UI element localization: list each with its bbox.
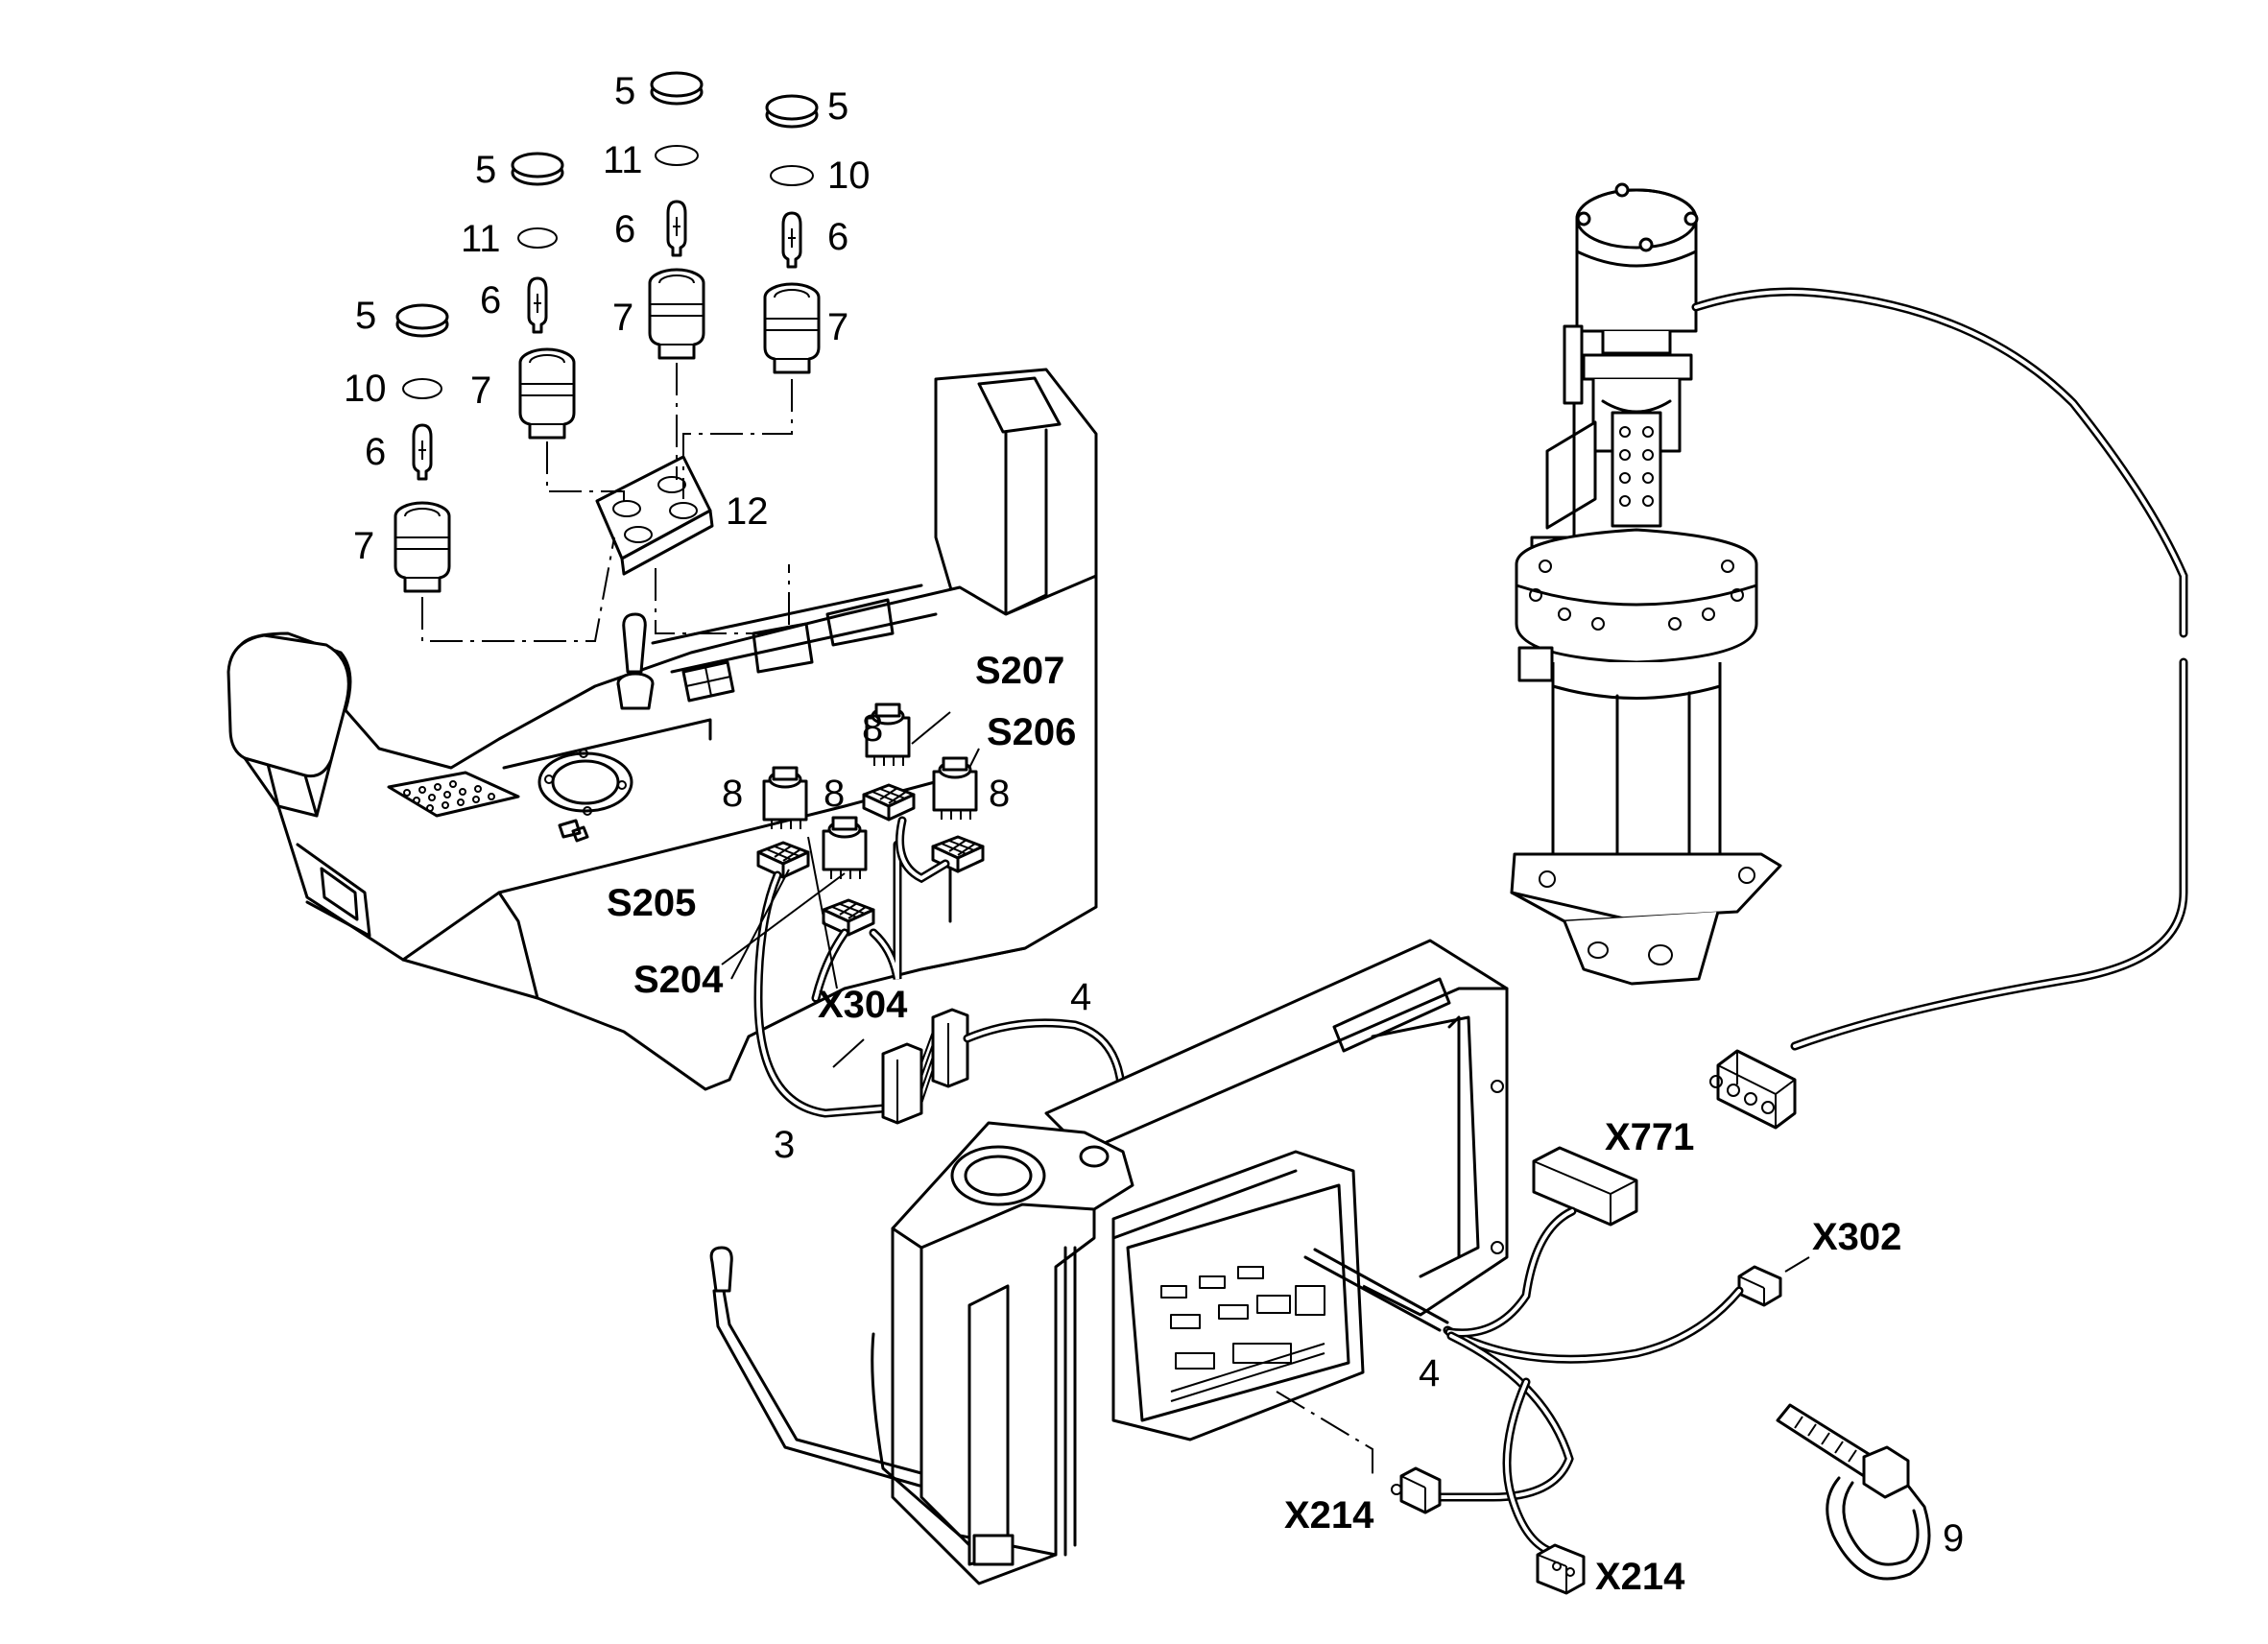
label-item-5: 5 <box>614 70 635 112</box>
label-item-8: 8 <box>722 773 743 815</box>
cable-tie <box>1776 1403 1931 1581</box>
hydraulic-actuator <box>1510 182 1782 986</box>
pin-connector <box>1709 1049 1797 1130</box>
label-item-9: 9 <box>1943 1517 1964 1560</box>
item-labels: 5 10 6 7 5 11 6 7 5 11 6 7 5 10 6 7 12 S… <box>344 70 1964 1598</box>
label-item-4: 4 <box>1419 1352 1440 1394</box>
cable-4-upper <box>963 1018 1126 1089</box>
lamp-stack-4 <box>763 94 821 374</box>
label-s206: S206 <box>987 711 1076 753</box>
label-item-7: 7 <box>612 297 633 339</box>
x214-assembly-line <box>1276 1391 1373 1478</box>
label-item-5: 5 <box>827 85 848 128</box>
label-item-8: 8 <box>824 773 845 815</box>
lamp-stack-1 <box>394 303 451 593</box>
x302-leader <box>1784 1256 1810 1273</box>
connector-x214-lower <box>1536 1543 1586 1595</box>
label-s204: S204 <box>633 959 724 1001</box>
label-item-6: 6 <box>480 279 501 322</box>
label-item-5: 5 <box>475 149 496 191</box>
label-item-6: 6 <box>365 431 386 473</box>
label-item-7: 7 <box>470 369 491 412</box>
label-item-7: 7 <box>827 306 848 348</box>
label-item-5: 5 <box>355 295 376 337</box>
label-item-10: 10 <box>344 368 387 410</box>
label-x304: X304 <box>818 984 908 1026</box>
connector-x302 <box>1737 1265 1782 1307</box>
label-x214: X214 <box>1595 1556 1685 1598</box>
label-item-3: 3 <box>774 1124 795 1166</box>
label-x302: X302 <box>1812 1216 1901 1258</box>
lower-control-cabinet <box>709 939 1509 1585</box>
connector-x771 <box>1532 1146 1638 1227</box>
connector-x214-upper <box>1391 1466 1442 1514</box>
label-item-4: 4 <box>1070 976 1091 1018</box>
assembly-line-4 <box>682 379 793 499</box>
label-item-6: 6 <box>614 208 635 250</box>
switch-s204 <box>822 816 868 881</box>
leader-lines <box>721 711 980 1068</box>
wiring-harness-3 <box>753 816 950 1118</box>
label-s205: S205 <box>607 882 696 924</box>
label-item-8: 8 <box>989 773 1010 815</box>
connector-x304 <box>881 1008 969 1125</box>
label-item-11: 11 <box>603 139 643 181</box>
lamp-stack-3 <box>648 71 705 360</box>
switch-s205 <box>762 766 808 831</box>
label-x214: X214 <box>1284 1494 1374 1537</box>
assembly-line-1 <box>421 536 615 642</box>
label-s207: S207 <box>975 650 1064 692</box>
label-item-11: 11 <box>461 218 501 260</box>
label-item-7: 7 <box>353 525 374 567</box>
cable-4-lower <box>1303 1206 1744 1558</box>
assembly-line-5 <box>655 564 790 634</box>
actuator-cable <box>1691 287 2188 1051</box>
assembly-line-2 <box>546 441 625 509</box>
lamp-stack-2 <box>511 152 576 440</box>
label-item-6: 6 <box>827 216 848 258</box>
label-item-8: 8 <box>862 707 883 750</box>
label-x771: X771 <box>1605 1116 1694 1158</box>
lamp-holder-plate <box>595 455 714 576</box>
label-item-10: 10 <box>827 155 871 197</box>
label-item-12: 12 <box>726 490 769 533</box>
